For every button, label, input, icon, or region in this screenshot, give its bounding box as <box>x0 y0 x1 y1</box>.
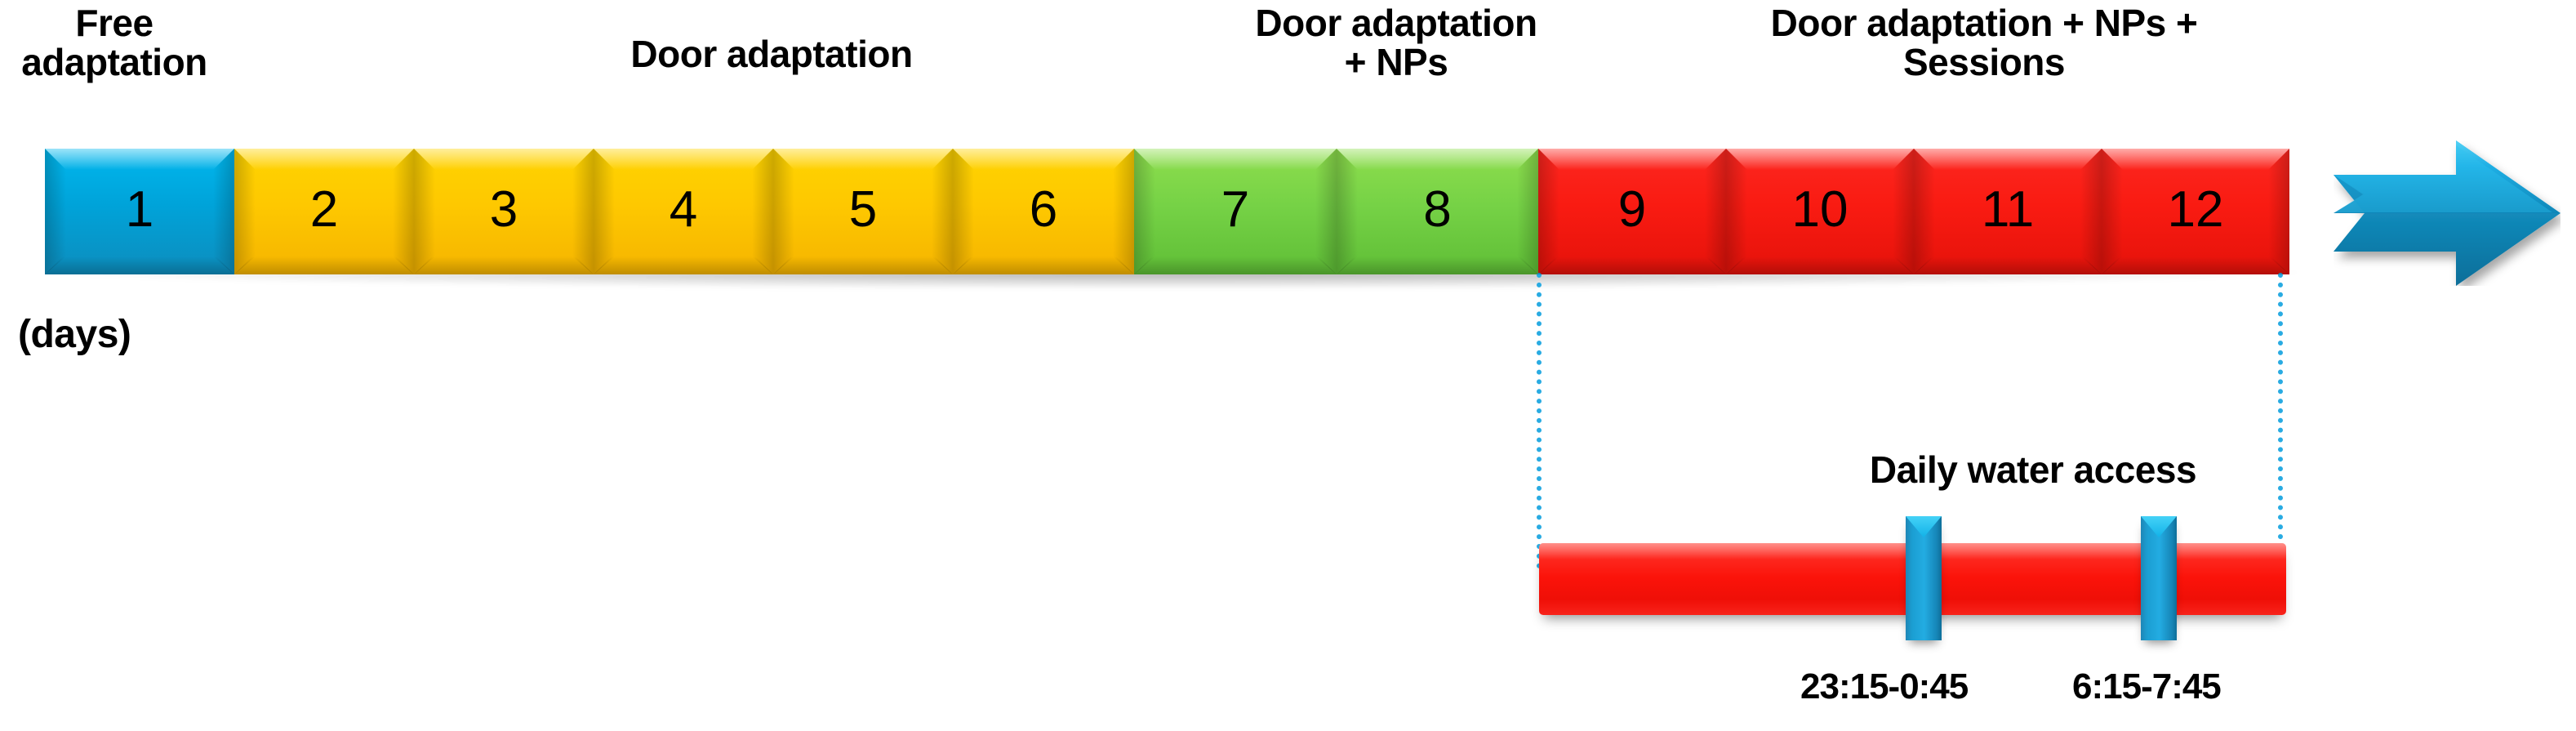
cell-bevel-right <box>393 149 414 274</box>
cell-bevel-left <box>2102 149 2123 274</box>
timeline-day-5[interactable]: 5 <box>773 149 953 274</box>
cell-bevel-right <box>572 149 594 274</box>
timeline-day-11[interactable]: 11 <box>1914 149 2102 274</box>
timeline-day-8[interactable]: 8 <box>1337 149 1538 274</box>
timeline-day-label: 6 <box>1029 181 1058 238</box>
timeline-day-label: 5 <box>848 181 878 238</box>
phase-caption-door-adaptation-nps-sessions: Door adaptation + NPs + Sessions <box>1770 2 2198 84</box>
timeline-day-label: 9 <box>1617 181 1647 238</box>
water-access-time-label-1: 23:15-0:45 <box>1800 666 1969 706</box>
cell-bevel-right <box>2268 149 2289 274</box>
cell-bevel-left <box>414 149 435 274</box>
guide-line-left <box>1537 273 1542 568</box>
water-access-marker-1[interactable] <box>1906 516 1942 640</box>
timeline-day-label: 11 <box>1981 181 2035 238</box>
timeline-day-label: 2 <box>309 181 339 238</box>
cell-bevel-right <box>1705 149 1726 274</box>
cell-bevel-right <box>932 149 953 274</box>
timeline-day-1[interactable]: 1 <box>45 149 234 274</box>
cell-bevel-right <box>1517 149 1538 274</box>
cell-bevel-left <box>1538 149 1559 274</box>
cell-bevel-left <box>594 149 615 274</box>
cell-bevel-left <box>234 149 256 274</box>
phase-caption-free-adaptation: Free adaptation <box>21 2 207 84</box>
water-access-time-label-2: 6:15-7:45 <box>2072 666 2222 706</box>
cell-bevel-left <box>953 149 974 274</box>
timeline-strip: 1 2 3 4 5 6 7 <box>45 149 2289 274</box>
timeline-day-3[interactable]: 3 <box>414 149 594 274</box>
timeline-day-label: 7 <box>1221 181 1250 238</box>
cell-bevel-right <box>1113 149 1134 274</box>
timeline-day-12[interactable]: 12 <box>2102 149 2289 274</box>
timeline-day-label: 3 <box>489 181 518 238</box>
phase-caption-door-adaptation: Door adaptation <box>630 33 913 75</box>
cell-bevel-left <box>45 149 66 274</box>
cell-bevel-right <box>213 149 234 274</box>
timeline-day-4[interactable]: 4 <box>594 149 773 274</box>
cell-bevel-right <box>752 149 773 274</box>
timeline-day-7[interactable]: 7 <box>1134 149 1337 274</box>
cell-bevel-left <box>1726 149 1747 274</box>
cell-bevel-left <box>773 149 794 274</box>
cell-bevel-left <box>1337 149 1358 274</box>
timeline-day-6[interactable]: 6 <box>953 149 1134 274</box>
water-access-marker-2[interactable] <box>2141 516 2177 640</box>
timeline-day-10[interactable]: 10 <box>1726 149 1914 274</box>
timeline-day-2[interactable]: 2 <box>234 149 414 274</box>
water-access-title: Daily water access <box>1869 448 2197 491</box>
timeline-day-label: 8 <box>1423 181 1452 238</box>
timeline-drop-shadow <box>57 271 2298 289</box>
cell-bevel-left <box>1914 149 1935 274</box>
guide-line-right <box>2278 273 2283 559</box>
cell-bevel-left <box>1134 149 1155 274</box>
axis-unit-label: (days) <box>18 313 131 356</box>
timeline-day-label: 4 <box>669 181 698 238</box>
timeline-day-9[interactable]: 9 <box>1538 149 1726 274</box>
cell-bevel-right <box>1315 149 1337 274</box>
timeline-day-label: 1 <box>125 181 154 238</box>
cell-bevel-right <box>1893 149 1914 274</box>
phase-caption-door-adaptation-nps: Door adaptation + NPs <box>1255 2 1537 84</box>
timeline-day-label: 12 <box>2167 181 2224 238</box>
cell-bevel-right <box>2080 149 2102 274</box>
arrow-right-icon <box>2334 140 2560 286</box>
timeline-day-label: 10 <box>1791 181 1849 238</box>
